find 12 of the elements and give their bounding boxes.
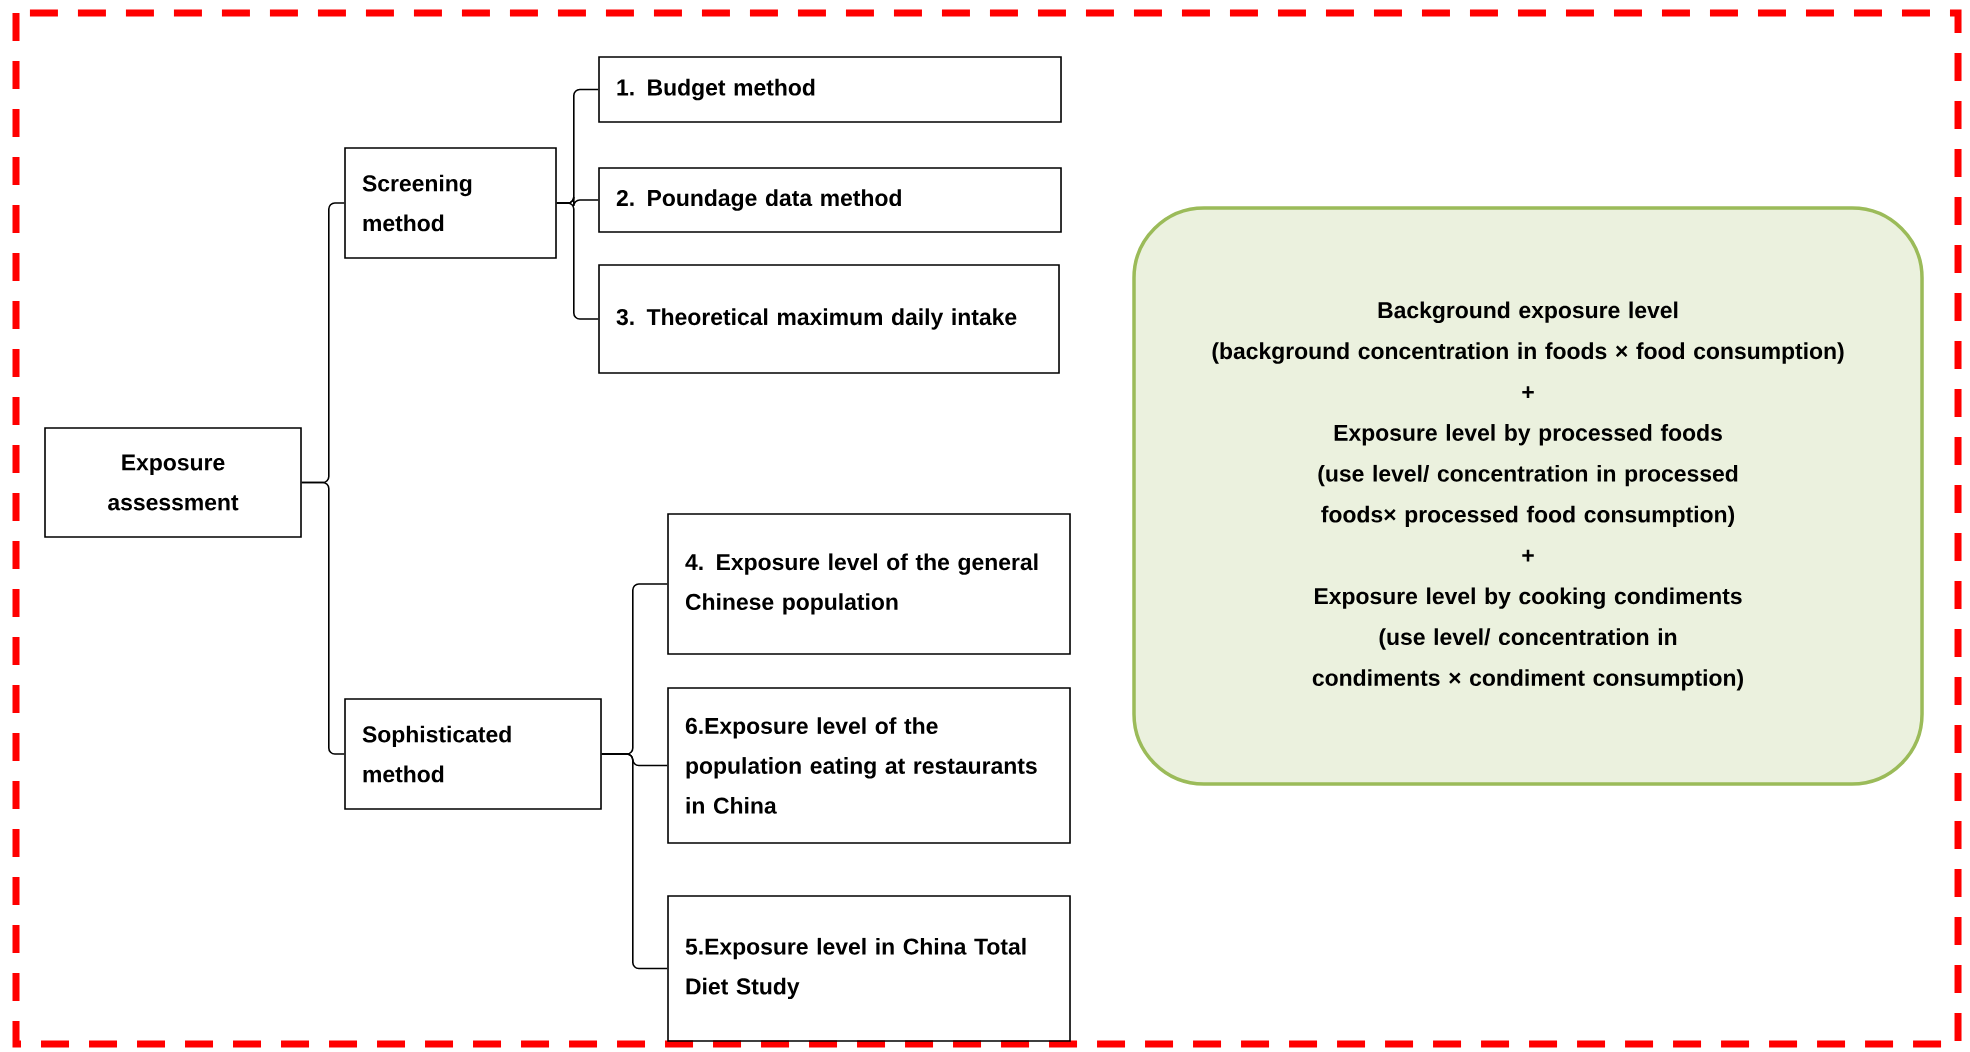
- method-box: 4. Exposure level of the general Chinese population: [667, 513, 1071, 655]
- method-box: 2. Poundage data method: [598, 167, 1062, 233]
- method-box: Screening method: [344, 147, 557, 259]
- bracket-connector: [601, 753, 668, 970]
- method-box: 5.Exposure level in China Total Diet Study: [667, 895, 1071, 1042]
- method-box: Sophisticated method: [344, 698, 602, 810]
- method-box: 3. Theoretical maximum daily intake: [598, 264, 1060, 374]
- method-box: 6.Exposure level of the population eating at restaurants in China: [667, 687, 1071, 844]
- method-box: Exposure assessment: [44, 427, 302, 538]
- formula-panel: Background exposure level (background concentration in foods × food consumption) + Exposure level by processed foods (use level/ concentration in processed foods× processed food consumption) + Exposure level by cooking condiments (use level/ concentration in condiments × condiment consumption): [1132, 206, 1924, 786]
- method-box: 1. Budget method: [598, 56, 1062, 123]
- bracket-connector: [301, 481, 345, 755]
